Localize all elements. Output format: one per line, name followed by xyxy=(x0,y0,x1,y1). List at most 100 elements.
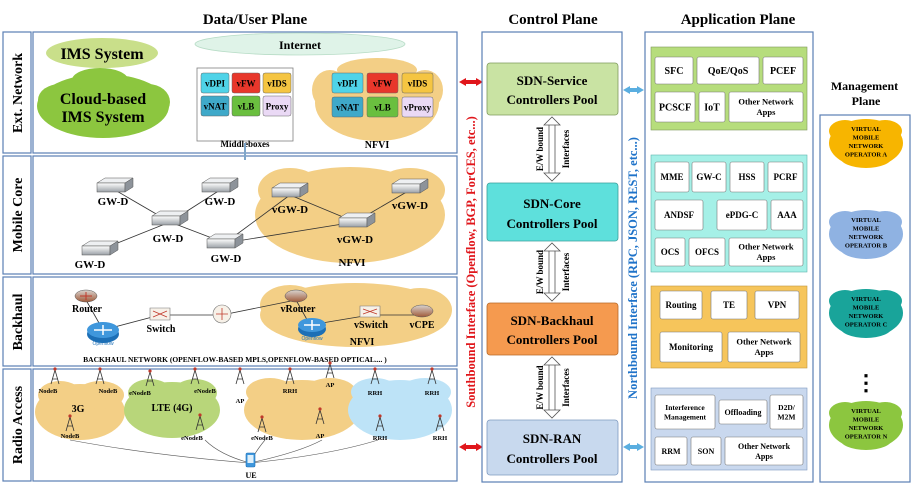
ap-tower-icon-9: AP xyxy=(325,361,335,389)
app-rrm-label: RRM xyxy=(661,447,681,456)
app-monitoring[interactable]: Monitoring xyxy=(659,331,723,363)
sdn-core-title: SDN-Core xyxy=(523,196,581,211)
middlebox-proxy-box: Proxy xyxy=(262,95,292,117)
operator-b-line-1: VIRTUAL xyxy=(851,217,881,224)
openflow-label-1: Openflow xyxy=(92,341,114,347)
app-service-other-label-2: Apps xyxy=(757,107,777,117)
app-ocs-label: OCS xyxy=(661,247,680,257)
rrh-label-12: RRH xyxy=(368,390,382,397)
app-routing-label: Routing xyxy=(665,300,697,310)
3g-cloud xyxy=(35,381,125,440)
app-ran-other-label-2: Apps xyxy=(755,452,773,461)
operator-n-line-2: MOBILE xyxy=(853,417,880,424)
nfvi-vnf-vdpi-label: vDPI xyxy=(338,79,358,89)
app-vpn[interactable]: VPN xyxy=(754,290,800,320)
data-user-plane-header: Data/User Plane xyxy=(203,12,308,28)
app-gw-c[interactable]: GW-C xyxy=(691,161,727,193)
northbound-interface-label: Northbound Interface (RPC, JSON, REST, e… xyxy=(626,137,640,399)
app-core-other-label-2: Apps xyxy=(757,252,777,262)
sdn-ran-pool[interactable]: SDN-RAN Controllers Pool xyxy=(486,419,619,476)
app-iot[interactable]: IoT xyxy=(698,91,726,123)
app-mme[interactable]: MME xyxy=(654,161,690,193)
ap-tower-icon-7: AP xyxy=(235,367,245,405)
sdn-core-pool[interactable]: SDN-Core Controllers Pool xyxy=(486,182,619,242)
app-d2d-m2m[interactable]: D2D/M2M xyxy=(769,394,804,430)
app-epdg-c[interactable]: ePDG-C xyxy=(716,199,768,231)
gwd-label-4: GW-D xyxy=(75,259,106,271)
cloud-ims-label-line2: IMS System xyxy=(61,109,145,126)
3g-label: 3G xyxy=(72,404,85,415)
sdn-service-pool[interactable]: SDN-Service Controllers Pool xyxy=(486,62,619,116)
optical-node-icon xyxy=(212,304,232,324)
rrh-tower-icon-14: RRH xyxy=(373,414,387,442)
southbound-interface-label: Southbound Interface (Openflow, BGP, For… xyxy=(464,116,478,408)
ew-label-3: E/W bound xyxy=(535,365,545,409)
row-label-radio-access: Radio Access xyxy=(11,385,26,464)
app-andsf[interactable]: ANDSF xyxy=(654,199,704,231)
ext-nfvi-label: NFVI xyxy=(365,140,390,151)
app-qoe-qos[interactable]: QoE/QoS xyxy=(696,56,760,85)
openflow-vswitch-icon xyxy=(298,318,326,337)
sdn-core-subtitle: Controllers Pool xyxy=(506,216,597,231)
app-routing[interactable]: Routing xyxy=(659,290,703,320)
app-ocs[interactable]: OCS xyxy=(654,237,686,267)
app-offloading[interactable]: Offloading xyxy=(718,399,768,425)
app-ofcs[interactable]: OFCS xyxy=(688,237,726,267)
app-rrm[interactable]: RRM xyxy=(654,436,688,466)
gwd-label-5: GW-D xyxy=(211,253,242,265)
operator-n-line-1: VIRTUAL xyxy=(851,408,881,415)
nfvi-vnf-vfw-label: vFW xyxy=(373,79,392,89)
ap-label-11: AP xyxy=(316,433,325,440)
app-hss[interactable]: HSS xyxy=(729,161,765,193)
app-backhaul-other-label-2: Apps xyxy=(755,347,775,357)
ap-tower-icon-11: AP xyxy=(315,407,325,440)
operator-b-line-4: OPERATOR B xyxy=(845,243,888,250)
ue-label: UE xyxy=(245,471,256,480)
nodeb-tower-icon-2: NodeB xyxy=(95,367,118,395)
ue-phone-icon xyxy=(245,452,256,468)
ue-links xyxy=(69,439,379,464)
gwd-label-3: GW-D xyxy=(153,233,184,245)
app-gw-c-label: GW-C xyxy=(696,172,721,182)
sdn-backhaul-subtitle: Controllers Pool xyxy=(506,332,597,347)
openflow-switch-icon xyxy=(87,322,119,343)
nfvi-vnf-vfw-box: vFW xyxy=(366,72,399,94)
rrh-tower-icon-15: RRH xyxy=(433,414,447,442)
app-pcef[interactable]: PCEF xyxy=(762,56,804,85)
northbound-arrow-top xyxy=(623,86,644,94)
app-te[interactable]: TE xyxy=(710,290,748,320)
app-sfc[interactable]: SFC xyxy=(654,56,694,85)
backhaul-caption: BACKHAUL NETWORK (OPENFLOW-BASED MPLS,OP… xyxy=(83,355,387,364)
sdn-backhaul-pool[interactable]: SDN-Backhaul Controllers Pool xyxy=(486,302,619,356)
nfvi-vnf-vproxy-label: vProxy xyxy=(404,103,432,113)
middlebox-vdpi-label: vDPI xyxy=(205,79,225,89)
openflow-label-2: Openflow xyxy=(301,336,323,342)
app-aaa[interactable]: AAA xyxy=(770,199,804,231)
app-son[interactable]: SON xyxy=(690,436,722,466)
middlebox-vdpi-box: vDPI xyxy=(200,72,230,94)
app-epdg-c-label: ePDG-C xyxy=(726,210,759,220)
vgwd-node-8: vGW-D xyxy=(337,212,376,246)
app-d2d-m2m-label-2: M2M xyxy=(778,412,796,421)
nodeb-tower-icon-1: NodeB xyxy=(39,367,60,395)
app-pcscf[interactable]: PCSCF xyxy=(654,91,696,123)
app-vpn-label: VPN xyxy=(768,300,787,310)
app-pcrf[interactable]: PCRF xyxy=(767,161,804,193)
control-plane-header: Control Plane xyxy=(508,12,598,28)
operator-c-line-2: MOBILE xyxy=(853,305,880,312)
